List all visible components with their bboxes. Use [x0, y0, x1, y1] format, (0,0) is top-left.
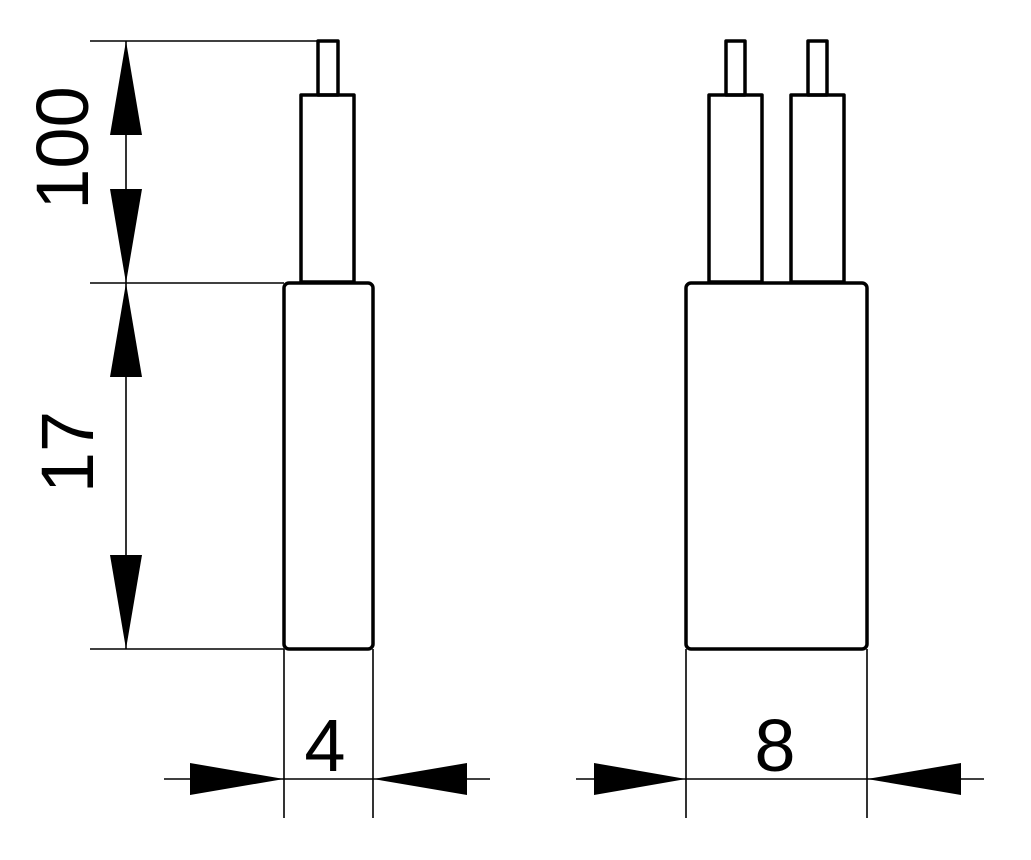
arrowhead-8-right — [867, 763, 961, 795]
arrowhead-4-left — [190, 763, 284, 795]
front-view — [684, 39, 869, 651]
arrowhead-8-left — [594, 763, 686, 795]
side-lead-insulation — [299, 93, 356, 284]
arrowhead-4-right — [373, 763, 467, 795]
dimension-label-100: 100 — [21, 86, 104, 209]
arrowhead-100-bottom — [110, 189, 142, 283]
arrowhead-17-top — [110, 283, 142, 377]
dimension-label-8: 8 — [754, 704, 795, 787]
side-body — [282, 281, 375, 651]
front-body — [684, 281, 869, 651]
front-lead-left-insulation — [707, 93, 764, 284]
arrowhead-17-bottom — [110, 555, 142, 649]
side-view — [282, 39, 375, 651]
dimension-label-17: 17 — [26, 411, 109, 493]
front-lead-right-insulation — [789, 93, 846, 284]
arrowhead-100-top — [110, 41, 142, 135]
dimension-body-height: 17 — [26, 283, 284, 650]
dimension-lead-length: 100 — [21, 40, 318, 284]
front-lead-left-tip — [724, 39, 747, 97]
side-lead-tip — [316, 39, 340, 97]
dimension-label-4: 4 — [304, 704, 345, 787]
dimension-side-width: 4 — [164, 649, 490, 818]
front-lead-right-tip — [806, 39, 829, 97]
dimension-front-width: 8 — [576, 649, 984, 818]
